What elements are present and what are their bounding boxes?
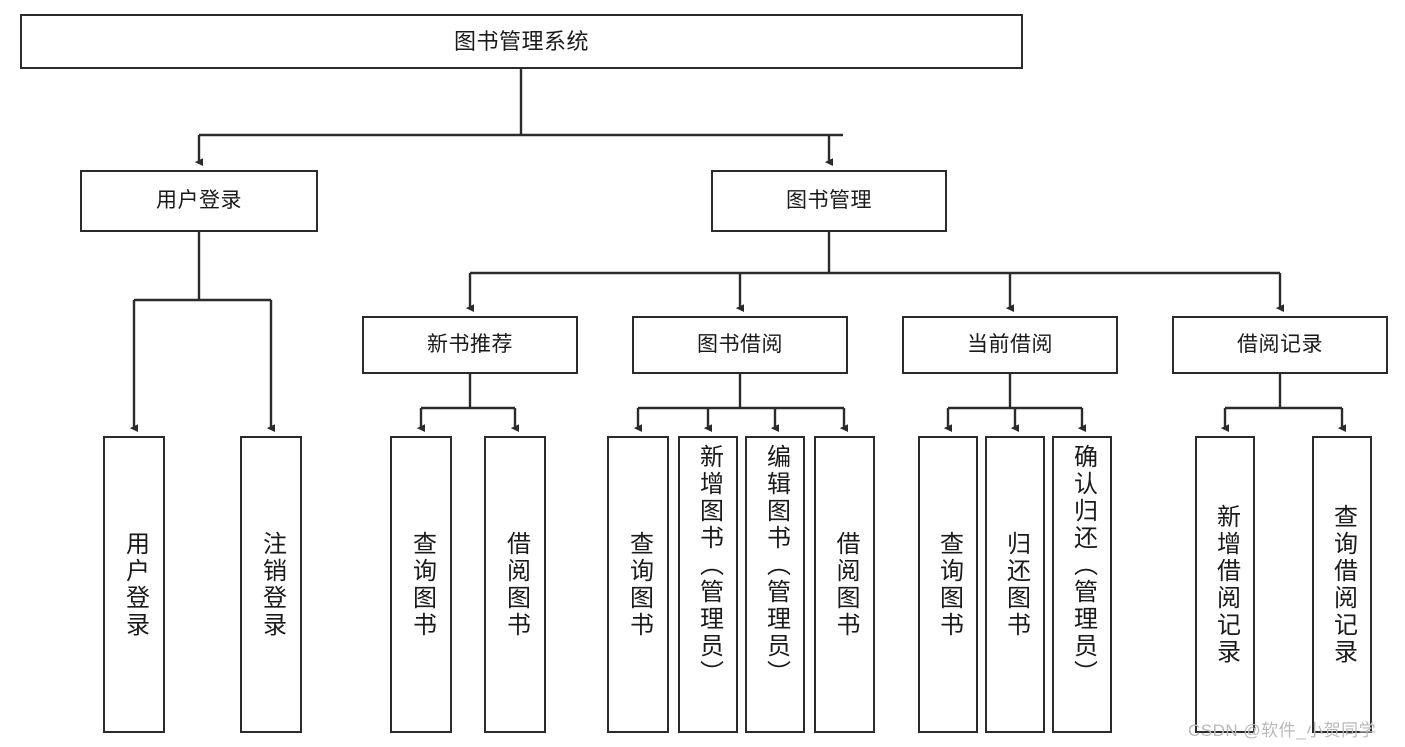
node-leaf-confirm-return-label: 确认归还（管理员） [1069, 444, 1097, 687]
node-book-manage-label: 图书管理 [786, 188, 872, 212]
node-root[interactable]: 图书管理系统 [20, 14, 1023, 69]
node-leaf-confirm-return[interactable]: 确认归还（管理员） [1052, 436, 1112, 733]
node-borrow-record[interactable]: 借阅记录 [1172, 316, 1388, 374]
node-leaf-logout-label: 注销登录 [258, 530, 286, 639]
node-current-borrow[interactable]: 当前借阅 [902, 316, 1118, 374]
node-leaf-user-login[interactable]: 用户登录 [103, 436, 165, 733]
node-leaf-logout[interactable]: 注销登录 [240, 436, 302, 733]
node-leaf-query-book-2[interactable]: 查询图书 [607, 436, 669, 733]
node-root-label: 图书管理系统 [453, 28, 589, 54]
node-leaf-edit-book[interactable]: 编辑图书（管理员） [745, 436, 805, 733]
node-new-book-recommend[interactable]: 新书推荐 [362, 316, 578, 374]
node-user-login[interactable]: 用户登录 [80, 170, 318, 232]
node-leaf-return-book[interactable]: 归还图书 [985, 436, 1045, 733]
node-leaf-query-record[interactable]: 查询借阅记录 [1312, 436, 1372, 733]
node-new-book-recommend-label: 新书推荐 [427, 332, 513, 356]
node-book-borrow-label: 图书借阅 [697, 332, 783, 356]
node-current-borrow-label: 当前借阅 [967, 332, 1053, 356]
node-leaf-query-book-3[interactable]: 查询图书 [918, 436, 978, 733]
node-leaf-query-record-label: 查询借阅记录 [1329, 503, 1357, 666]
node-leaf-borrow-book-1-label: 借阅图书 [502, 530, 530, 639]
node-leaf-query-book-2-label: 查询图书 [625, 530, 653, 639]
node-book-manage[interactable]: 图书管理 [711, 170, 947, 232]
node-leaf-add-record[interactable]: 新增借阅记录 [1195, 436, 1255, 733]
node-leaf-query-book-3-label: 查询图书 [935, 530, 963, 639]
node-leaf-add-book-label: 新增图书（管理员） [695, 444, 723, 687]
node-leaf-borrow-book-2[interactable]: 借阅图书 [814, 436, 875, 733]
node-leaf-edit-book-label: 编辑图书（管理员） [762, 444, 790, 687]
node-leaf-query-book-1-label: 查询图书 [408, 530, 436, 639]
node-leaf-add-book[interactable]: 新增图书（管理员） [678, 436, 738, 733]
node-leaf-borrow-book-1[interactable]: 借阅图书 [484, 436, 546, 733]
csdn-watermark: CSDN @软件_小贺同学 [1188, 721, 1377, 740]
node-borrow-record-label: 借阅记录 [1237, 332, 1323, 356]
node-leaf-query-book-1[interactable]: 查询图书 [390, 436, 452, 733]
node-leaf-return-book-label: 归还图书 [1002, 530, 1030, 639]
node-book-borrow[interactable]: 图书借阅 [632, 316, 848, 374]
node-leaf-add-record-label: 新增借阅记录 [1212, 503, 1240, 666]
node-leaf-user-login-label: 用户登录 [121, 530, 149, 639]
node-user-login-label: 用户登录 [156, 188, 242, 212]
node-leaf-borrow-book-2-label: 借阅图书 [831, 530, 859, 639]
